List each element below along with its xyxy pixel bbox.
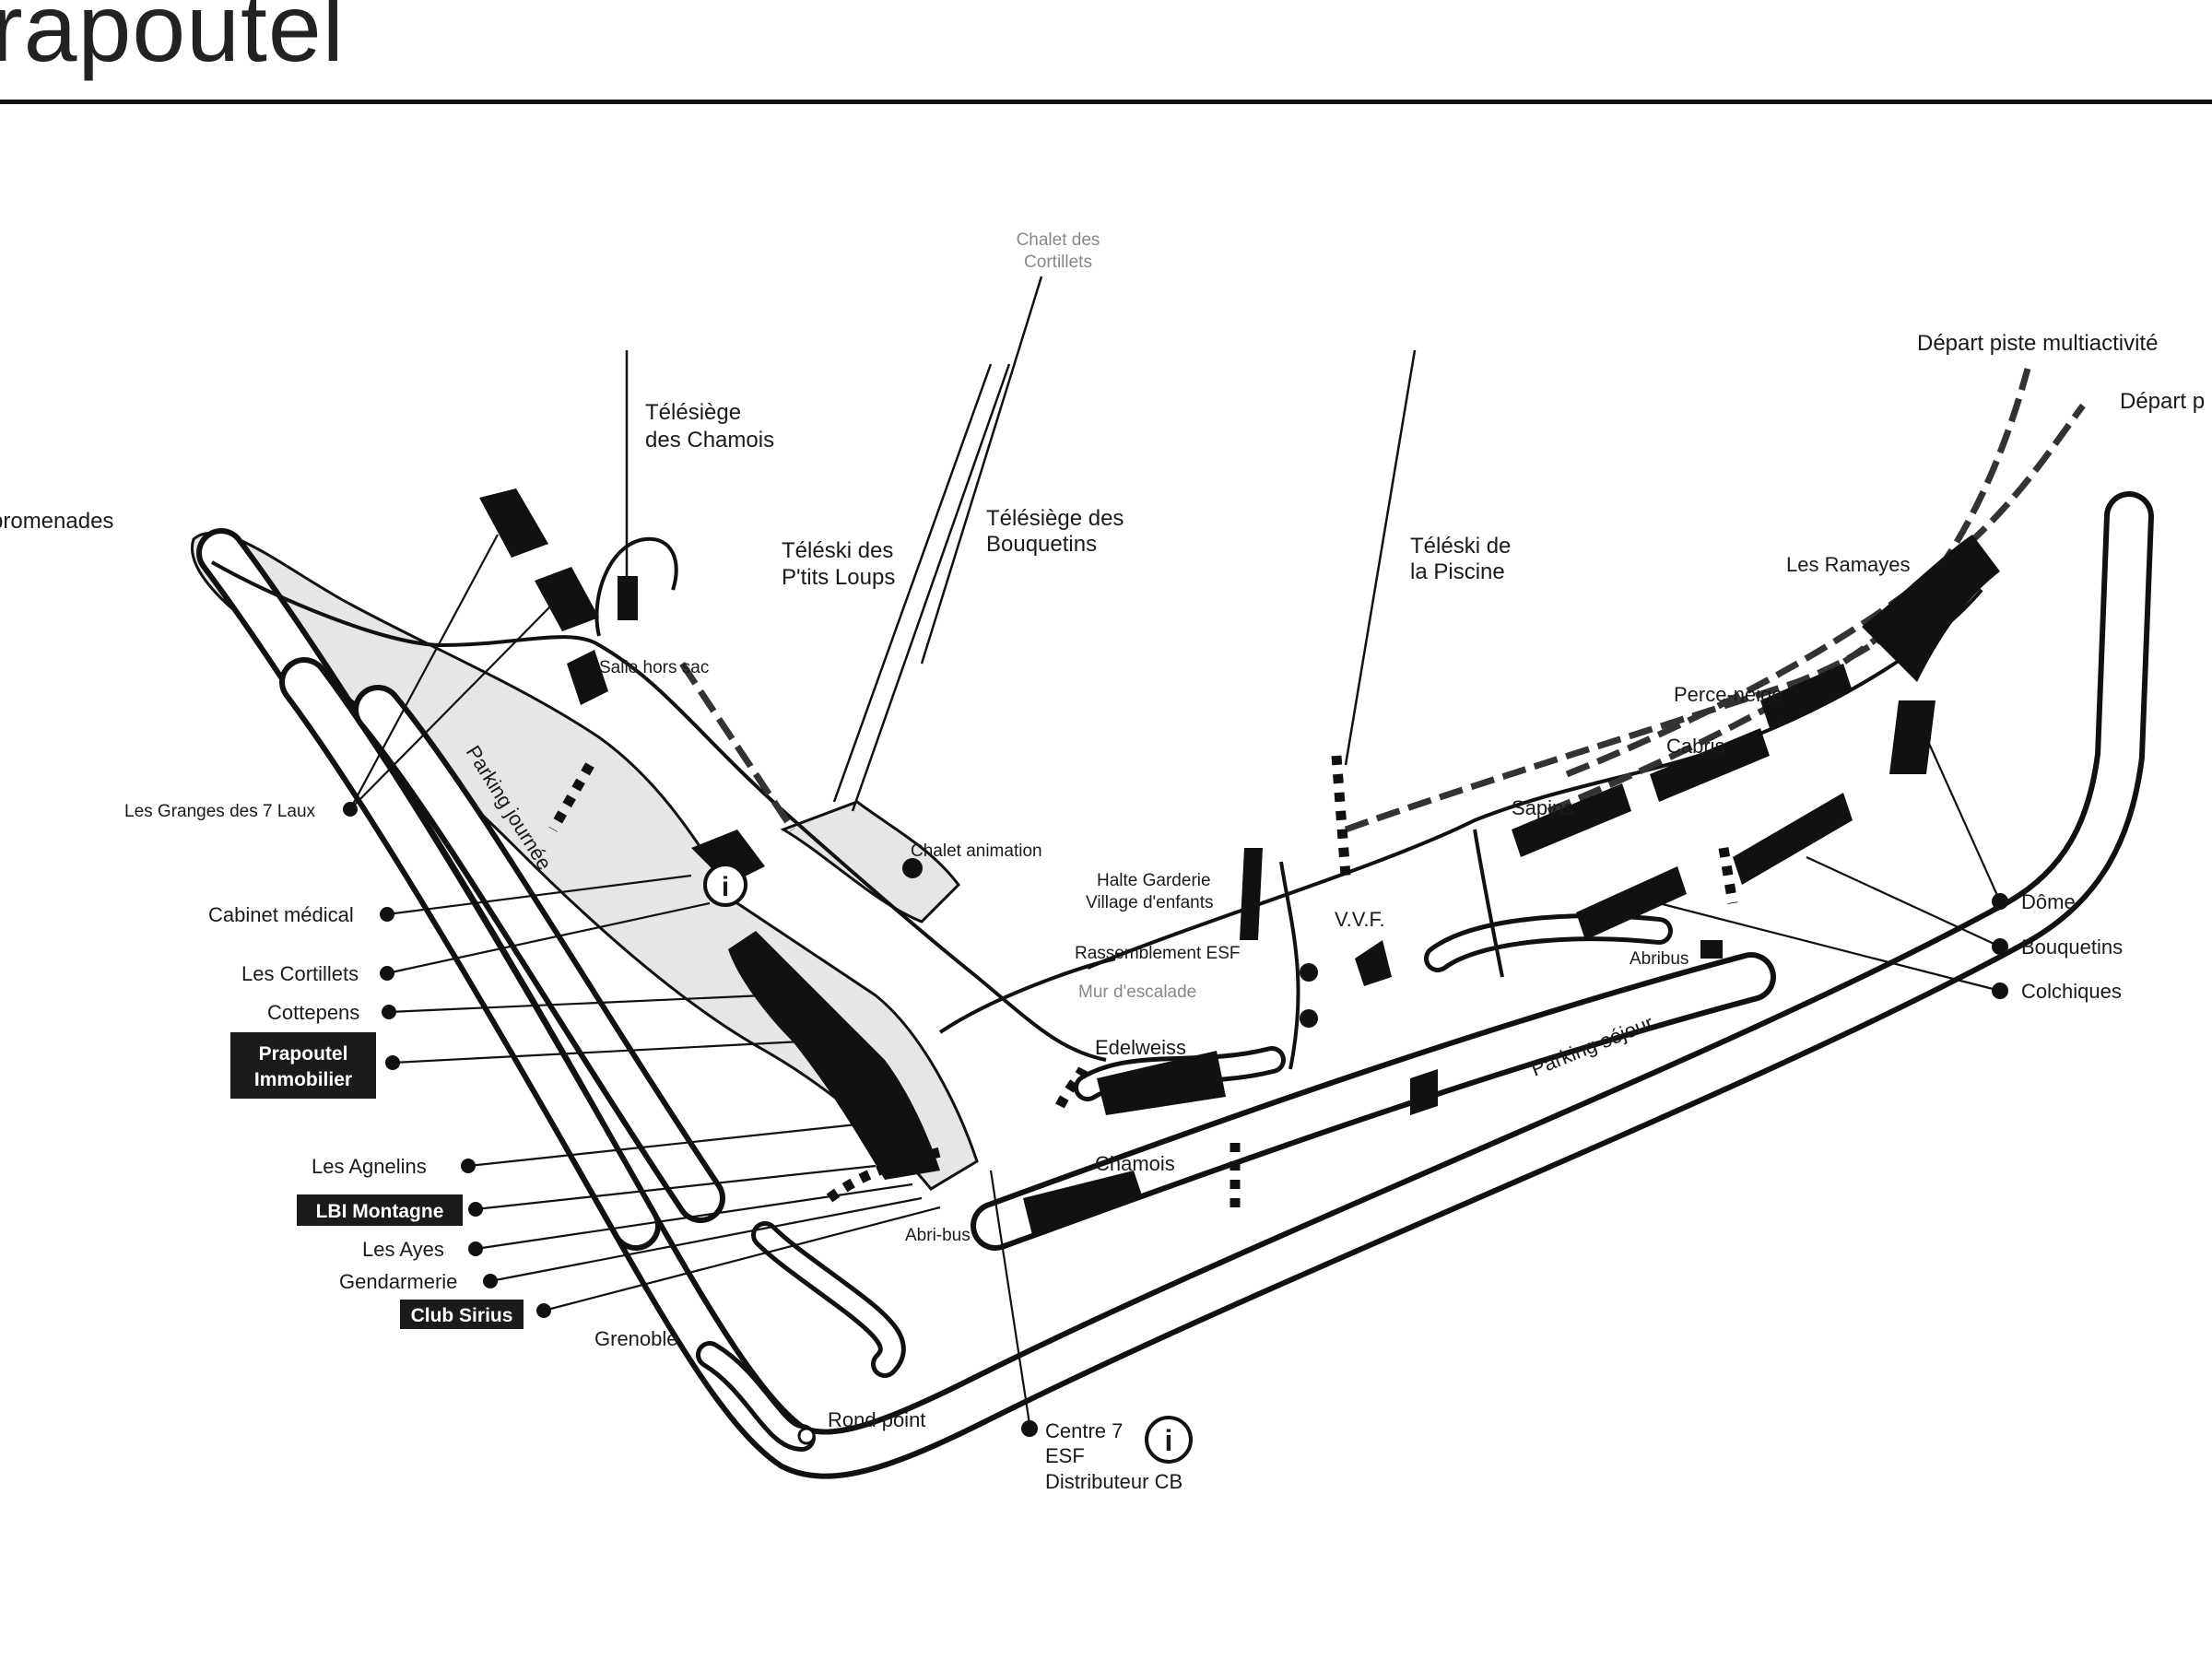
legend-item-agnelins[interactable]: Les Agnelins [312,1155,476,1178]
svg-text:Les Ramayes: Les Ramayes [1786,553,1911,576]
svg-text:Edelweiss: Edelweiss [1095,1036,1186,1059]
svg-text:Prapoutel: Prapoutel [259,1043,348,1065]
svg-text:la Piscine: la Piscine [1410,559,1505,584]
central-zone [780,800,960,924]
svg-text:Dôme: Dôme [2021,890,2076,913]
svg-text:Les Ayes: Les Ayes [362,1238,444,1261]
buildings [479,488,2000,1235]
svg-text:Cortillets: Cortillets [1024,253,1092,272]
footpaths [211,536,1983,1070]
pistes [548,368,2086,1207]
legend-item-cortillets[interactable]: Les Cortillets [241,962,394,985]
svg-text:Immobilier: Immobilier [254,1069,352,1090]
legend-item-gendarmerie[interactable]: Gendarmerie [339,1270,498,1293]
svg-text:V.V.F.: V.V.F. [1335,908,1385,931]
svg-text:i: i [1165,1424,1173,1457]
svg-text:Rassemblement ESF: Rassemblement ESF [1075,944,1241,963]
page-title: rapoutel [0,0,345,82]
legend-item-lbi-montagne[interactable]: LBI Montagne [297,1194,483,1226]
svg-text:Les Granges des 7 Laux: Les Granges des 7 Laux [124,802,316,821]
legend-item-colchiques[interactable]: Colchiques [1992,980,2122,1003]
leader-lines-left [349,534,1031,1425]
svg-text:Club Sirius: Club Sirius [411,1305,513,1326]
legend-bottom[interactable]: Centre 7 ESF Distributeur CB [1021,1419,1182,1493]
svg-text:Téléski de: Téléski de [1410,534,1511,559]
svg-text:Cottepens: Cottepens [267,1001,359,1024]
svg-text:promenades: promenades [0,509,113,534]
info-icon-center: i [703,863,747,907]
svg-text:Village d'enfants: Village d'enfants [1086,893,1214,912]
legend-item-dome[interactable]: Dôme [1992,890,2076,913]
legend-item-club-sirius[interactable]: Club Sirius [400,1300,551,1329]
svg-text:Cabris: Cabris [1666,735,1725,758]
svg-text:Télésiège: Télésiège [645,400,741,425]
svg-text:Les Agnelins: Les Agnelins [312,1155,427,1178]
legend-item-granges[interactable]: Les Granges des 7 Laux [124,802,358,821]
svg-text:Départ piste multiactivité: Départ piste multiactivité [1917,331,2158,356]
svg-text:Abribus: Abribus [1630,949,1688,969]
svg-text:LBI Montagne: LBI Montagne [316,1201,444,1222]
svg-text:Perce-neige: Perce-neige [1674,683,1783,706]
legend-item-bouquetins[interactable]: Bouquetins [1992,935,2123,959]
svg-text:Rond point: Rond point [828,1408,925,1431]
area-labels: promenades Parking journée Parking séjou… [0,331,2205,1431]
svg-text:Cabinet médical: Cabinet médical [208,903,354,926]
legend-item-cabinet-medical[interactable]: Cabinet médical [208,903,394,926]
svg-text:Grenoble: Grenoble [594,1327,678,1350]
svg-text:Chalet des: Chalet des [1017,230,1100,250]
legend-item-prapoutel-immobilier[interactable]: Prapoutel Immobilier [230,1032,400,1099]
svg-text:Centre 7: Centre 7 [1045,1419,1123,1442]
svg-text:Bouquetins: Bouquetins [986,532,1097,557]
svg-text:P'tits Loups: P'tits Loups [782,565,895,590]
svg-text:Distributeur CB: Distributeur CB [1045,1470,1182,1493]
svg-text:ESF: ESF [1045,1444,1085,1467]
rond-point-loop [696,1221,906,1452]
svg-text:Colchiques: Colchiques [2021,980,2122,1003]
parking-journee-road [279,657,725,1251]
svg-text:Départ p: Départ p [2120,389,2205,414]
svg-text:Téléski des: Téléski des [782,538,893,563]
ski-lifts [625,276,1417,812]
legend-left: Les Granges des 7 Laux Cabinet médical L… [124,802,551,1329]
svg-text:Télésiège des: Télésiège des [986,506,1124,531]
info-icon-bottom: i [1145,1416,1193,1464]
svg-text:Les Cortillets: Les Cortillets [241,962,359,985]
title-rule [0,100,2212,104]
legend-right: Dôme Bouquetins Colchiques [1992,890,2123,1003]
legend-item-les-ayes[interactable]: Les Ayes [362,1238,483,1261]
svg-text:i: i [722,872,729,902]
svg-text:des Chamois: des Chamois [645,428,774,453]
svg-text:Chamois: Chamois [1095,1152,1175,1175]
legend-item-cottepens[interactable]: Cottepens [267,1001,396,1024]
svg-text:Halte Garderie: Halte Garderie [1097,871,1211,890]
svg-text:Gendarmerie: Gendarmerie [339,1270,457,1293]
svg-text:Salle hors sac: Salle hors sac [599,658,709,677]
lift-labels: Chalet des Cortillets Télésiège des Cham… [645,230,1511,590]
svg-text:Chalet animation: Chalet animation [911,841,1042,861]
svg-text:Bouquetins: Bouquetins [2021,935,2123,959]
svg-text:Abri-bus: Abri-bus [905,1226,971,1245]
svg-text:Sapins: Sapins [1512,796,1573,819]
svg-text:Mur d'escalade: Mur d'escalade [1078,982,1196,1002]
leader-lines-right [1658,736,2002,993]
